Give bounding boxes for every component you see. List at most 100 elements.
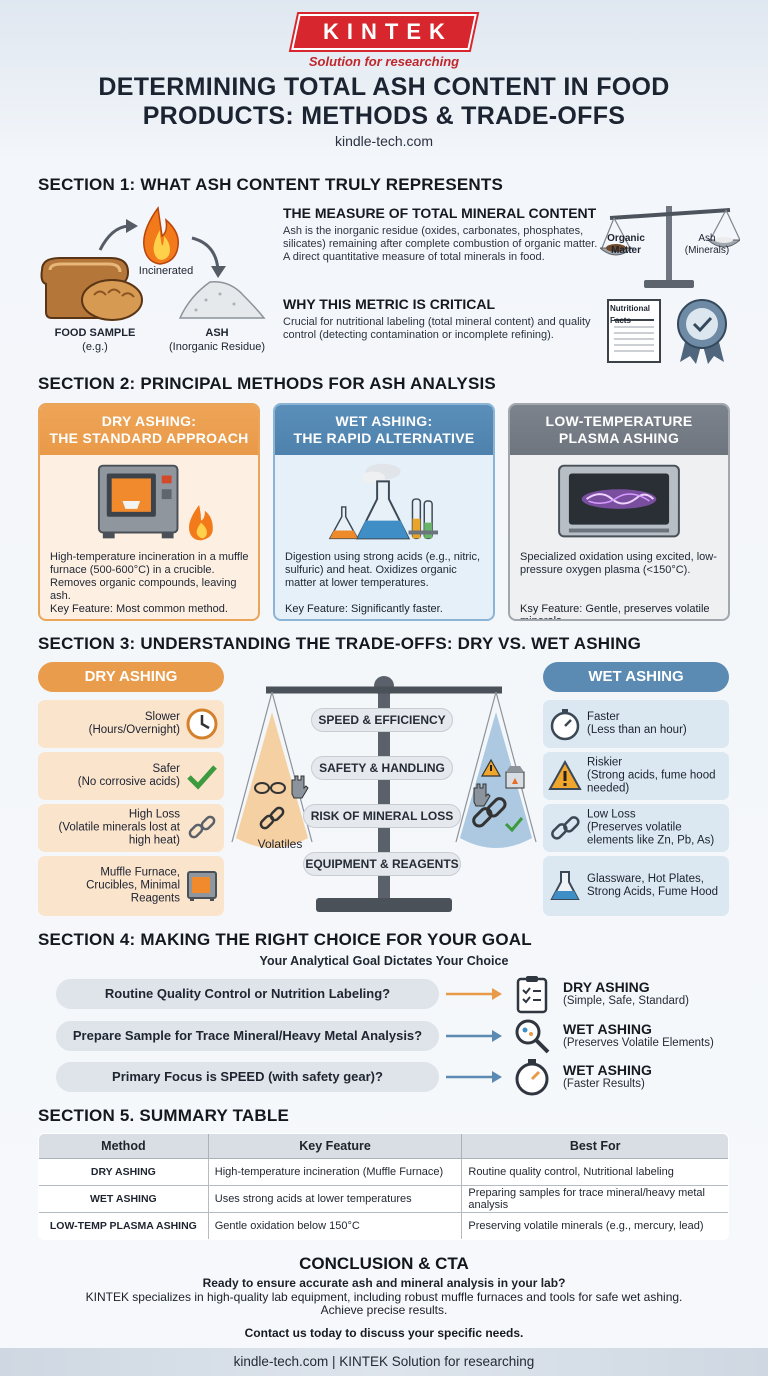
organic-matter-label: Organic Matter [607, 233, 645, 256]
brand-logo[interactable]: KINTEK Solution for researching [0, 14, 768, 69]
stopwatch-icon [550, 709, 580, 741]
criteria-mineral-loss: RISK OF MINERAL LOSS [303, 804, 461, 828]
plasma-ashing-key-feature: Ksy Feature: Gentle, preserves volatile … [520, 603, 710, 621]
table-cell-method: WET ASHING [39, 1185, 209, 1213]
food-sample-label: FOOD SAMPLE [54, 327, 136, 339]
conclusion-tagline: Achieve precise results. [320, 1303, 448, 1317]
flask-icon [550, 871, 580, 900]
chain-link-icon [472, 797, 507, 828]
criteria-equipment: EQUIPMENT & REAGENTS [303, 852, 461, 876]
table-cell-best-for: Preparing samples for trace mineral/heav… [461, 1185, 728, 1213]
table-header-best-for: Best For [461, 1134, 728, 1159]
table-header-row: Method Key Feature Best For [39, 1134, 728, 1159]
glove-icon [291, 775, 309, 799]
wet-speed-sub: (Less than an hour) [587, 724, 687, 736]
table-cell-best-for: Routine quality control, Nutritional lab… [461, 1158, 728, 1186]
warning-icon [548, 759, 582, 790]
wet-equipment-item: Glassware, Hot Plates, Strong Acids, Fum… [543, 856, 729, 916]
result-dry-ashing: DRY ASHING (Simple, Safe, Standard) [563, 979, 689, 1007]
section-4-subtitle: Your Analytical Goal Dictates Your Choic… [259, 954, 509, 968]
table-cell-best-for: Preserving volatile minerals (e.g., merc… [461, 1212, 728, 1239]
goal-quality-control: Routine Quality Control or Nutrition Lab… [56, 979, 439, 1009]
goggles-icon [254, 782, 286, 794]
wet-loss-item: Low Loss(Preserves volatile elements lik… [543, 804, 729, 852]
checkmark-icon [187, 765, 217, 790]
ash-pile-icon [178, 281, 266, 319]
section-1-title: SECTION 1: WHAT ASH CONTENT TRULY REPRES… [38, 175, 504, 194]
wet-equipment-title: Glassware, Hot Plates, Strong Acids, Fum… [587, 873, 719, 898]
section-2-title: SECTION 2: PRINCIPAL METHODS FOR ASH ANA… [38, 374, 496, 393]
page-title: DETERMINING TOTAL ASH CONTENT IN FOOD PR… [98, 73, 670, 130]
wet-safety-sub: (Strong acids, fume hood needed) [587, 769, 716, 795]
dry-loss-item: High Loss(Volatile minerals lost at high… [38, 804, 224, 852]
table-header-key-feature: Key Feature [207, 1134, 463, 1159]
mineral-content-text: Ash is the inorganic residue (oxides, ca… [283, 225, 598, 263]
trade-off-balance-scale [231, 676, 537, 912]
wet-loss-sub: (Preserves volatile elements like Zn, Pb… [587, 821, 715, 847]
result-wet-ashing-speed-title: WET ASHING [563, 1062, 652, 1078]
arrow-right-icon [446, 988, 502, 1000]
plasma-ashing-card-subtitle: PLASMA ASHING [558, 430, 680, 446]
incineration-illustration [40, 206, 266, 321]
quality-badge-icon [677, 299, 727, 364]
wet-ashing-description: Digestion using strong acids (e.g., nitr… [285, 551, 481, 589]
arrow-right-icon [446, 1030, 502, 1042]
broken-chain-icon [188, 815, 216, 839]
ash-label: ASH [205, 327, 229, 339]
section-3-title: SECTION 3: UNDERSTANDING THE TRADE-OFFS:… [38, 634, 642, 653]
nutrition-facts-icon [607, 299, 661, 363]
contact-cta[interactable]: Contact us today to discuss your specifi… [244, 1326, 524, 1340]
criteria-speed: SPEED & EFFICIENCY [311, 708, 453, 732]
wet-speed-title: Faster [587, 711, 620, 723]
magnifier-icon [515, 1019, 550, 1054]
table-row: LOW-TEMP PLASMA ASHING Gentle oxidation … [39, 1212, 728, 1239]
dry-equipment-item: Muffle Furnace, Crucibles, Minimal Reage… [38, 856, 224, 916]
food-sample-sub: (e.g.) [82, 341, 108, 353]
wet-ashing-pill: WET ASHING [543, 662, 729, 692]
balance-scale-icon [600, 206, 740, 288]
warning-icon [480, 758, 502, 777]
section-4-title: SECTION 4: MAKING THE RIGHT CHOICE FOR Y… [38, 930, 532, 949]
muffle-furnace-icon [97, 464, 213, 541]
wet-ashing-card: WET ASHING: THE RAPID ALTERNATIVE Digest… [273, 403, 495, 621]
dry-equipment-title: Muffle Furnace, Crucibles, Minimal Reage… [86, 866, 180, 905]
dry-ashing-card-subtitle: THE STANDARD APPROACH [49, 430, 249, 446]
wet-safety-item: Riskier(Strong acids, fume hood needed) [543, 752, 729, 800]
mineral-content-heading: THE MEASURE OF TOTAL MINERAL CONTENT [283, 205, 597, 221]
wet-ashing-key-feature: Key Feature: Significantly faster. [285, 603, 443, 615]
dry-speed-sub: (Hours/Overnight) [88, 724, 180, 736]
plasma-chamber-icon [558, 464, 680, 538]
conclusion-text: Ready to ensure accurate ash and mineral… [60, 1276, 708, 1318]
goal-speed: Primary Focus is SPEED (with safety gear… [56, 1062, 439, 1092]
summary-table: Method Key Feature Best For DRY ASHING H… [38, 1133, 729, 1240]
dry-ashing-card-header: DRY ASHING: THE STANDARD APPROACH [40, 405, 258, 455]
dry-loss-sub: (Volatile minerals lost at high heat) [58, 821, 180, 847]
dry-ashing-card-title: DRY ASHING: [101, 413, 197, 429]
logo-badge: KINTEK [291, 14, 477, 50]
plasma-ashing-card: LOW-TEMPERATURE PLASMA ASHING Specialize… [508, 403, 730, 621]
plasma-ashing-card-header: LOW-TEMPERATURE PLASMA ASHING [510, 405, 728, 455]
clock-icon [186, 708, 218, 740]
wet-safety-title: Riskier [587, 756, 623, 769]
dry-loss-title: High Loss [128, 808, 180, 821]
dry-safety-sub: (No corrosive acids) [77, 776, 180, 788]
lab-glassware-icon [328, 463, 439, 540]
site-url[interactable]: kindle-tech.com [334, 133, 434, 149]
dry-ashing-card: DRY ASHING: THE STANDARD APPROACH High-t… [38, 403, 260, 621]
result-wet-ashing-trace: WET ASHING (Preserves Volatile Elements) [563, 1021, 714, 1049]
wet-ashing-card-header: WET ASHING: THE RAPID ALTERNATIVE [275, 405, 493, 455]
dry-ashing-key-feature: Key Feature: Most common method. [50, 603, 228, 615]
table-cell-method: LOW-TEMP PLASMA ASHING [39, 1212, 209, 1239]
footer-bar[interactable]: kindle-tech.com | KINTEK Solution for re… [0, 1348, 768, 1376]
conclusion-question: Ready to ensure accurate ash and mineral… [202, 1276, 566, 1290]
conclusion-title: CONCLUSION & CTA [299, 1254, 469, 1273]
table-row: DRY ASHING High-temperature incineration… [39, 1158, 728, 1186]
table-cell-feature: Uses strong acids at lower temperatures [207, 1185, 463, 1213]
ash-sub-label: (Inorganic Residue) [169, 341, 265, 353]
result-dry-ashing-sub: (Simple, Safe, Standard) [563, 995, 689, 1007]
dry-ashing-description: High-temperature incineration in a muffl… [50, 551, 249, 602]
table-row: WET ASHING Uses strong acids at lower te… [39, 1185, 728, 1213]
volatiles-label: Volatiles [257, 837, 303, 851]
logo-text: KINTEK [323, 19, 453, 44]
criteria-safety: SAFETY & HANDLING [311, 756, 453, 780]
